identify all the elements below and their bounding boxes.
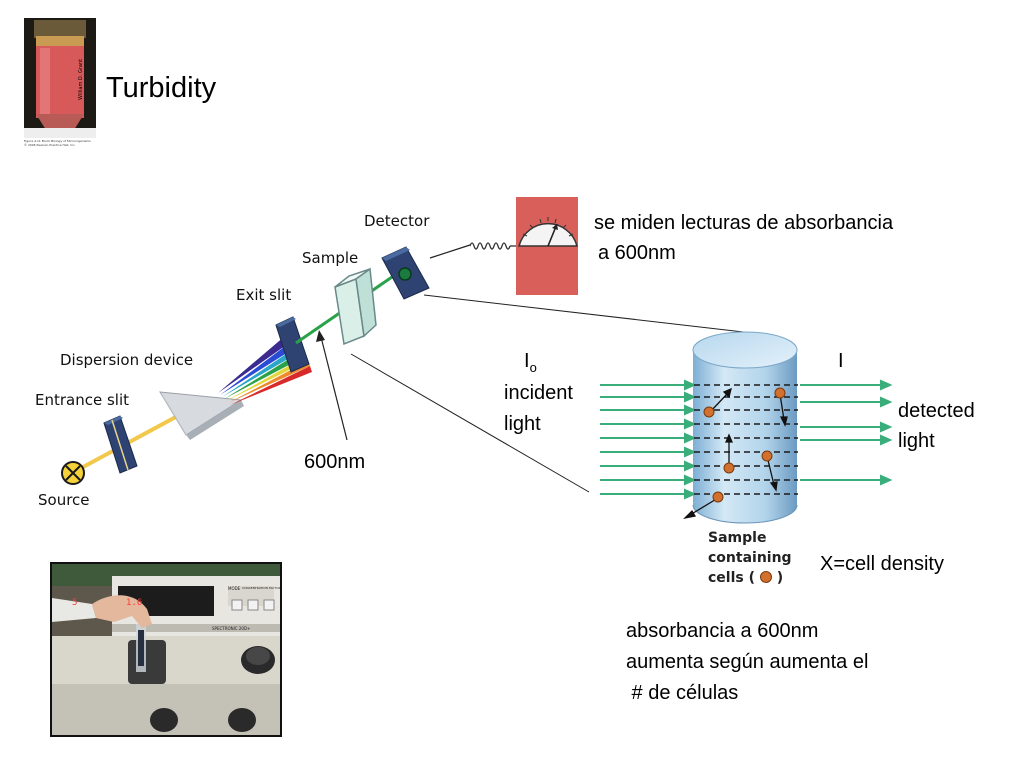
cell-density-label: X=cell density: [820, 553, 944, 575]
detected-light-line1: detected: [898, 400, 975, 422]
spectrum-fan: [218, 336, 312, 405]
scatter-arrows: [683, 387, 788, 520]
entrance-slit-shape: [103, 415, 138, 474]
spectrophotometer-photo: 5 1.6 MODE CONCENTRATION FACTOR SPECTRON…: [50, 562, 282, 737]
detector-wire: [429, 242, 517, 259]
model-label: SPECTRONIC 20D+: [212, 626, 251, 631]
beam-dashes: [694, 384, 798, 495]
sample-line3: cells ( ): [708, 568, 792, 588]
sample-line2: containing: [708, 550, 792, 566]
wavelength-label: 600nm: [304, 451, 366, 473]
tube-caption-line1: Figure 4.11 Brock Biology of Microorgani…: [24, 139, 91, 143]
incident-light-line1: incident: [504, 382, 573, 404]
page-title: Turbidity: [106, 72, 217, 104]
absorbance-line1: absorbancia a 600nm: [626, 620, 819, 642]
exit-slit-label: Exit slit: [236, 286, 292, 304]
sample-line3-text: cells (: [708, 570, 755, 586]
exit-slit-shape: [275, 316, 310, 373]
cells: [703, 387, 786, 503]
entrance-slit-label: Entrance slit: [35, 391, 130, 409]
tube-photo: [24, 18, 96, 138]
incident-arrows: [600, 379, 697, 500]
prism-shape: [159, 391, 244, 440]
detector-shape: [381, 246, 430, 300]
dispersion-device-label: Dispersion device: [60, 351, 194, 369]
turbid-tube-image: [24, 18, 96, 138]
meter-gauge: [516, 197, 578, 295]
reading-text-line2: a 600nm: [598, 242, 676, 264]
tube-caption-line2: © 2006 Pearson Prentice Hall, Inc.: [24, 143, 76, 147]
incident-light-line2: light: [504, 413, 541, 435]
reading-text-line1: se miden lecturas de absorbancia: [594, 212, 894, 234]
cell-legend-icon: [759, 571, 772, 583]
zoom-line-bottom: [350, 353, 590, 493]
io-main: I: [524, 350, 530, 372]
source-icon: [61, 461, 85, 485]
concentration-label: CONCENTRATION FACTOR: [242, 586, 281, 590]
detected-arrows: [800, 379, 893, 486]
cuvette-shape: [334, 267, 377, 346]
detector-label: Detector: [364, 212, 430, 230]
display-left-value: 5: [72, 598, 83, 608]
sample-line3-end: ): [776, 570, 784, 586]
sample-label: Sample: [302, 249, 359, 267]
detected-light-line2: light: [898, 430, 935, 452]
io-sub: o: [529, 360, 537, 375]
display-right-value: 1.6: [126, 598, 143, 608]
sample-line1: Sample: [708, 530, 767, 546]
absorbance-line2: aumenta según aumenta el: [626, 651, 869, 673]
instrument-image: [52, 564, 280, 735]
i-label: I: [838, 350, 844, 372]
absorbance-line3: # de células: [626, 682, 739, 704]
zoom-line-top: [423, 294, 753, 334]
io-label: Io: [524, 346, 537, 383]
sample-containing-cells-label: Sample containing cells ( ): [708, 528, 792, 588]
source-label: Source: [38, 491, 90, 509]
wavelength-pointer: [316, 330, 348, 441]
mode-label: MODE: [228, 586, 241, 591]
